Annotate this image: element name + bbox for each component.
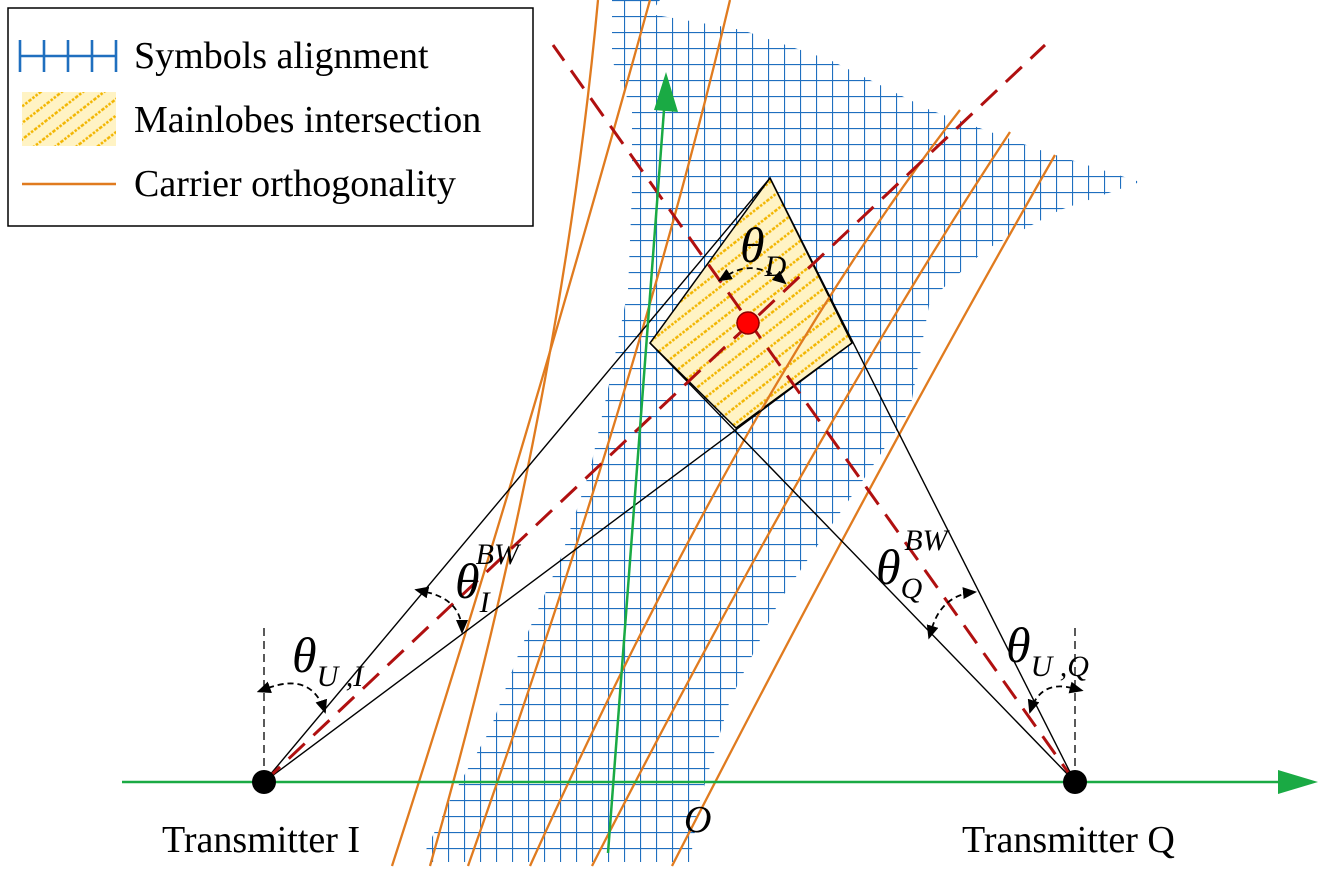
arc-theta-u-q	[1027, 681, 1084, 714]
transmitter-q-node	[1063, 770, 1087, 794]
y-axis-arrow	[654, 72, 678, 112]
beam-q-upper	[769, 177, 1076, 783]
origin-label: O	[684, 799, 711, 841]
carrier-curve-1	[390, 0, 652, 867]
legend-label-mainlobes: Mainlobes intersection	[134, 99, 481, 141]
symbols-alignment-region	[420, 0, 1140, 862]
carrier-curve-6	[670, 154, 1056, 867]
beam-i-upper	[263, 177, 771, 783]
arc-theta-u-i	[256, 681, 327, 714]
beam-i-direction	[262, 43, 1047, 784]
beam-q-direction	[551, 44, 1077, 783]
transmitter-i-label: Transmitter I	[162, 819, 360, 861]
carrier-orthogonality-curves	[390, 0, 1056, 867]
carrier-curve-2	[428, 0, 600, 867]
angle-arcs	[256, 267, 1084, 714]
beam-q-lower	[649, 342, 1076, 783]
legend-label-symbols: Symbols alignment	[134, 35, 429, 77]
beam-boundaries	[263, 177, 1076, 783]
arc-theta-i-bw	[414, 586, 468, 634]
y-axis	[606, 109, 666, 854]
mainlobes-intersection-region	[649, 176, 853, 429]
theta-u-i-label: θU ,I	[292, 627, 365, 693]
theta-q-bw-label: θQBW	[876, 524, 951, 605]
carrier-curve-5	[590, 131, 1011, 867]
arc-theta-q-bw	[926, 587, 977, 640]
theta-i-bw-label: θIBW	[455, 538, 522, 619]
transmitter-i-node	[252, 770, 276, 794]
arc-theta-d	[717, 267, 787, 285]
beam-direction-lines	[262, 43, 1077, 784]
legend-label-carrier: Carrier orthogonality	[134, 163, 456, 205]
target-point	[736, 311, 760, 335]
carrier-curve-4	[528, 109, 961, 867]
carrier-curve-3	[466, 0, 732, 867]
legend-hatch-swatch	[22, 92, 116, 146]
x-axis-arrow	[1278, 770, 1318, 794]
transmitter-q-label: Transmitter Q	[962, 819, 1175, 861]
theta-u-q-label: θU ,Q	[1006, 617, 1089, 683]
beam-i-lower	[263, 342, 853, 783]
legend: Symbols alignment Mainlobes intersection…	[7, 7, 534, 227]
legend-grid-swatch	[18, 40, 118, 72]
theta-d-label: θD	[740, 217, 787, 283]
